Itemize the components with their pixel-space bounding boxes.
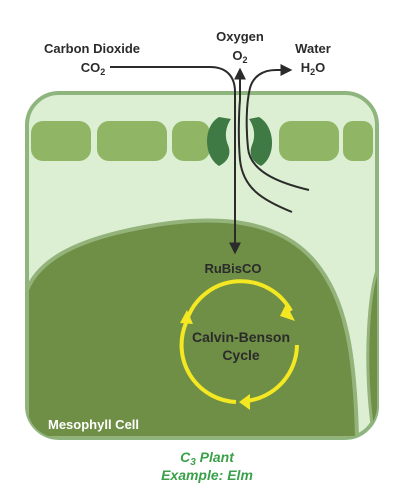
cycle-arrowhead-left (180, 310, 193, 324)
cycle-arrowhead-bottom (239, 394, 250, 410)
caption-example: Example: Elm (161, 467, 253, 483)
chloroplast (172, 121, 210, 161)
water-label: Water (295, 41, 331, 56)
water-pathway-line-2 (237, 99, 293, 213)
oxygen-label: Oxygen (216, 29, 264, 44)
water-formula: H2O (301, 60, 326, 77)
chloroplast (31, 121, 91, 161)
rubisco-label: RuBisCO (204, 261, 261, 276)
chloroplast (343, 121, 373, 161)
o2-formula: O2 (232, 48, 247, 65)
cycle-arc-top (186, 279, 293, 318)
co2-arrow (110, 66, 241, 255)
mesophyll-cell (27, 218, 360, 438)
co2-label: Carbon Dioxide (44, 41, 140, 56)
cycle-arc-right (245, 344, 299, 403)
chloroplast-row (31, 121, 373, 161)
cycle-arrowhead-top (280, 304, 295, 321)
chloroplast (279, 121, 339, 161)
cell-label: Mesophyll Cell (48, 417, 139, 432)
cycle-arc-left (179, 322, 237, 404)
guard-cell-right (249, 117, 273, 166)
water-pathway-line-1 (245, 69, 310, 191)
cycle-label-line1: Calvin-Benson (192, 329, 290, 345)
chloroplast (97, 121, 167, 161)
stomata (207, 117, 273, 166)
cycle-label-line2: Cycle (222, 347, 260, 363)
caption-plant-type: C3 Plant (180, 449, 235, 468)
guard-cell-left (207, 117, 231, 166)
calvin-cycle (179, 279, 299, 410)
co2-formula: CO2 (81, 60, 106, 77)
